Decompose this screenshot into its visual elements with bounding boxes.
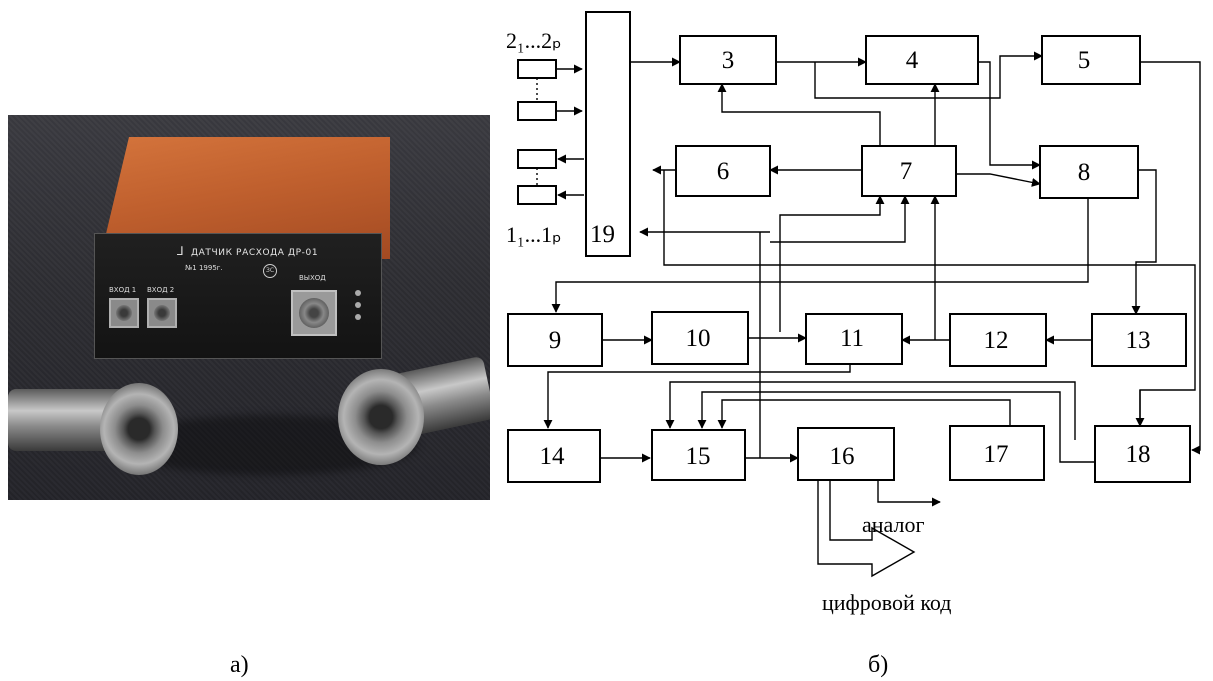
block-7 — [861, 145, 957, 197]
digital-output-bus — [817, 480, 916, 578]
block-11 — [805, 313, 903, 365]
block-9-label: 9 — [549, 327, 562, 354]
block-14 — [507, 429, 601, 483]
block-19-label: 19 — [590, 221, 615, 248]
arrow-17-15 — [717, 399, 1011, 429]
block-3 — [679, 35, 777, 85]
block-4 — [865, 35, 979, 85]
blocks: 19 3 4 5 6 7 8 9 10 11 12 13 14 15 16 17 — [507, 11, 1191, 483]
io-channels — [517, 59, 584, 205]
arrow-7-3 — [717, 83, 881, 146]
indicator-led — [355, 302, 361, 308]
arrow-10-7 — [779, 195, 885, 332]
arrow-11-14 — [543, 364, 851, 429]
device-serial: №1 1995г. — [185, 264, 223, 272]
output-channel-1-1 — [517, 149, 557, 169]
block-8-label: 8 — [1078, 159, 1091, 186]
arrow-4-8 — [978, 61, 1041, 170]
input1-connector — [109, 298, 139, 328]
digital-code-arrow — [817, 480, 916, 578]
arrow-analog — [877, 480, 941, 507]
output-channel-1-p — [517, 185, 557, 205]
digital-code-label: цифровой код — [822, 590, 951, 615]
arrow-18-15a — [665, 381, 1076, 440]
block-10 — [651, 311, 749, 365]
input-channel-2-1 — [517, 59, 557, 79]
block-19 — [585, 11, 631, 257]
quality-mark: ЗС — [263, 264, 277, 278]
block-12 — [949, 313, 1047, 367]
block-9 — [507, 313, 603, 367]
input1-label: ВХОД 1 — [109, 286, 137, 294]
block-15-label: 15 — [686, 443, 711, 470]
block-5-label: 5 — [1078, 47, 1091, 74]
block-18 — [1094, 425, 1191, 483]
arrow-3-5 — [814, 51, 1043, 99]
input-channel-2-p — [517, 101, 557, 121]
block-5 — [1041, 35, 1141, 85]
manufacturer-logo: ⅃ — [177, 244, 184, 258]
input2-label: ВХОД 2 — [147, 286, 175, 294]
caption-a: а) — [230, 652, 249, 678]
block-13-label: 13 — [1126, 327, 1151, 354]
caption-b: б) — [868, 652, 888, 678]
output-label: ВЫХОД — [299, 274, 326, 282]
block-17-label: 17 — [984, 441, 1009, 468]
output-connector — [291, 290, 337, 336]
block-10-label: 10 — [686, 325, 711, 352]
sensor-flange — [100, 383, 178, 475]
sensor-flange — [338, 369, 424, 465]
connections — [543, 51, 1201, 507]
block-6-label: 6 — [717, 158, 730, 185]
block-6 — [675, 145, 771, 197]
arrow-8-9 — [551, 198, 1089, 313]
block-14-label: 14 — [540, 443, 566, 470]
arrow-8-13 — [1131, 169, 1157, 315]
block-18-label: 18 — [1126, 441, 1151, 468]
arrow-5-18 — [1140, 61, 1201, 455]
inputs-label: 2₁...2ₚ — [506, 28, 562, 53]
block-15 — [651, 429, 746, 481]
line-6-18 — [663, 170, 1196, 426]
flow-sensor-right — [334, 351, 490, 471]
device-photo: ⅃ ДАТЧИК РАСХОДА ДР-01 №1 1995г. ЗС ВХОД… — [8, 115, 490, 500]
analog-output-label: аналог — [862, 512, 925, 537]
arrow-7-8 — [956, 173, 1041, 187]
arrow-18-15b — [697, 391, 1095, 463]
indicator-led — [355, 314, 361, 320]
block-17 — [949, 425, 1045, 481]
block-4-label: 4 — [906, 47, 919, 74]
block-7-label: 7 — [900, 158, 913, 185]
block-11-label: 11 — [840, 325, 864, 352]
device-front-panel: ⅃ ДАТЧИК РАСХОДА ДР-01 №1 1995г. ЗС ВХОД… — [94, 233, 382, 359]
block-8 — [1039, 145, 1139, 199]
device-title: ДАТЧИК РАСХОДА ДР-01 — [191, 248, 319, 258]
block-13 — [1091, 313, 1187, 367]
block-3-label: 3 — [722, 47, 735, 74]
flow-sensor-left — [8, 373, 178, 483]
indicator-led — [355, 290, 361, 296]
block-16-label: 16 — [830, 443, 855, 470]
arrow-16-7 — [770, 195, 910, 243]
outputs-label: 1₁...1ₚ — [506, 222, 562, 247]
block-16 — [797, 427, 895, 481]
input2-connector — [147, 298, 177, 328]
block-12-label: 12 — [984, 327, 1009, 354]
